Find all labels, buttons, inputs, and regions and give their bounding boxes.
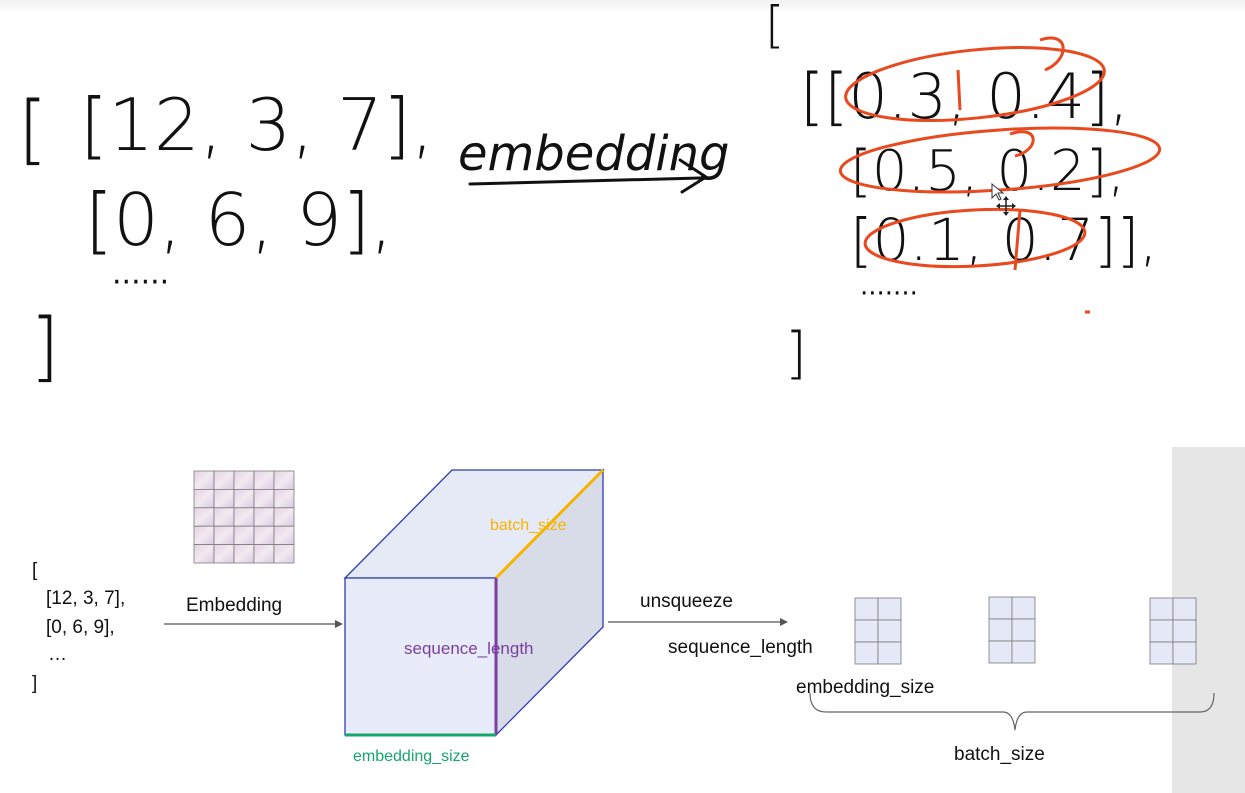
- embedding-cube: batch_size sequence_length embedding_siz…: [343, 468, 605, 765]
- embedding-matrix-cell: [213, 488, 235, 509]
- sequence-matrix-cell: [1149, 641, 1174, 665]
- input-ellipsis: …: [48, 644, 67, 665]
- embedding-matrix-cell: [253, 544, 275, 564]
- sequence-matrix-cell: [1011, 596, 1036, 620]
- embedding-matrix-cell: [273, 507, 295, 527]
- embedding-matrix-cell: [233, 544, 255, 564]
- input-row-1: [12, 3, 7],: [46, 588, 125, 609]
- move-cursor-icon: [996, 196, 1016, 216]
- embedding-matrix-cell: [193, 507, 215, 527]
- hw-out-row-1: [[0.3, 0.4],: [800, 60, 1129, 133]
- batch-size-brace: [809, 692, 1215, 731]
- embedding-matrix-cell: [213, 544, 235, 564]
- input-open-bracket: [: [32, 560, 38, 581]
- embedding-matrix-cell: [253, 525, 275, 546]
- sequence-matrix-cell: [854, 641, 879, 665]
- sequence-matrix: [988, 596, 1036, 664]
- input-close-bracket: ]: [32, 673, 37, 694]
- unsqueeze-arrow: unsqueeze: [608, 591, 788, 626]
- window-top-strip: [0, 0, 1245, 14]
- diagram-input-list: [ [12, 3, 7], [0, 6, 9], … ]: [32, 560, 125, 694]
- embedding-matrix-cell: [193, 544, 215, 564]
- hw-embedding-label: embedding: [458, 126, 729, 182]
- embedding-arrow-label: Embedding: [186, 595, 282, 616]
- sequence-matrix-cell: [988, 596, 1013, 620]
- embedding-matrix-cell: [233, 470, 255, 490]
- batch-matrices: [854, 596, 1197, 665]
- embedding-matrix-cell: [213, 470, 235, 490]
- hw-ellipsis: ······: [112, 265, 169, 300]
- embedding-matrix-cell: [253, 488, 275, 509]
- hw-open-bracket: [: [18, 84, 48, 173]
- cube-embedding-size-label: embedding_size: [353, 748, 470, 765]
- input-row-2: [0, 6, 9],: [46, 617, 115, 638]
- embedding-matrix-cell: [273, 470, 295, 490]
- sequence-matrix-cell: [1172, 597, 1197, 621]
- embedding-matrix-cell: [253, 507, 275, 527]
- sequence-matrix-cell: [1172, 619, 1197, 643]
- embedding-arrow: Embedding: [164, 595, 343, 628]
- embedding-matrix-cell: [213, 507, 235, 527]
- handwritten-embedding-arrow: embedding: [458, 126, 729, 194]
- embedding-matrix-cell: [233, 525, 255, 546]
- hw-out-close-bracket: ]: [785, 321, 807, 386]
- embedding-matrix-cell: [273, 525, 295, 546]
- sequence-matrix-cell: [1172, 641, 1197, 665]
- embedding-matrix-cell: [193, 488, 215, 509]
- sequence-matrix-cell: [1149, 597, 1174, 621]
- matrix-embedding-size-label: embedding_size: [796, 677, 934, 698]
- sequence-matrix: [1149, 597, 1197, 665]
- hw-out-row-2: [0.5, 0.2],: [850, 139, 1125, 204]
- sequence-matrix-cell: [854, 619, 879, 643]
- embedding-matrix-cell: [253, 470, 275, 490]
- handwritten-output-list: [ [[0.3, 0.4], [0.5, 0.2], [0.1, 0.7]], …: [765, 0, 1158, 386]
- hw-out-ellipsis: ·······: [860, 279, 918, 309]
- sequence-matrix-cell: [1011, 618, 1036, 642]
- sequence-matrix-cell: [877, 641, 902, 665]
- hw-close-bracket: ]: [30, 301, 60, 390]
- hw-row-2: [0, 6, 9],: [85, 178, 393, 262]
- sequence-matrix-cell: [988, 618, 1013, 642]
- embedding-matrix-cell: [273, 488, 295, 509]
- embedding-matrix-cell: [193, 525, 215, 546]
- red-annotations: [838, 36, 1162, 314]
- hw-row-1: [12, 3, 7],: [80, 83, 434, 167]
- cube-batch-size-label: batch_size: [490, 517, 567, 534]
- embedding-matrix-cell: [273, 544, 295, 564]
- sequence-matrix-cell: [877, 619, 902, 643]
- embedding-matrix-icon: [193, 470, 295, 564]
- embedding-matrix-cell: [213, 525, 235, 546]
- sequence-matrix-cell: [1011, 640, 1036, 664]
- mouse-cursor-icon: [991, 182, 1005, 201]
- sequence-matrix-cell: [854, 597, 879, 621]
- handwritten-input-list: [ [12, 3, 7], [0, 6, 9], ······ ]: [18, 83, 434, 390]
- sequence-matrix: [854, 597, 902, 665]
- sequence-matrix-cell: [988, 640, 1013, 664]
- batch-size-edge: [494, 468, 605, 580]
- sequence-matrix-cell: [877, 597, 902, 621]
- unsqueeze-label: unsqueeze: [640, 591, 733, 612]
- embedding-matrix-cell: [193, 470, 215, 490]
- embedding-matrix-cell: [233, 507, 255, 527]
- batch-size-label: batch_size: [954, 744, 1045, 765]
- cube-sequence-length-label: sequence_length: [404, 639, 534, 658]
- embedding-matrix-cell: [233, 488, 255, 509]
- sequence-matrix-cell: [1149, 619, 1174, 643]
- hw-out-open-bracket: [: [765, 0, 785, 54]
- matrix-sequence-length-label: sequence_length: [668, 637, 813, 658]
